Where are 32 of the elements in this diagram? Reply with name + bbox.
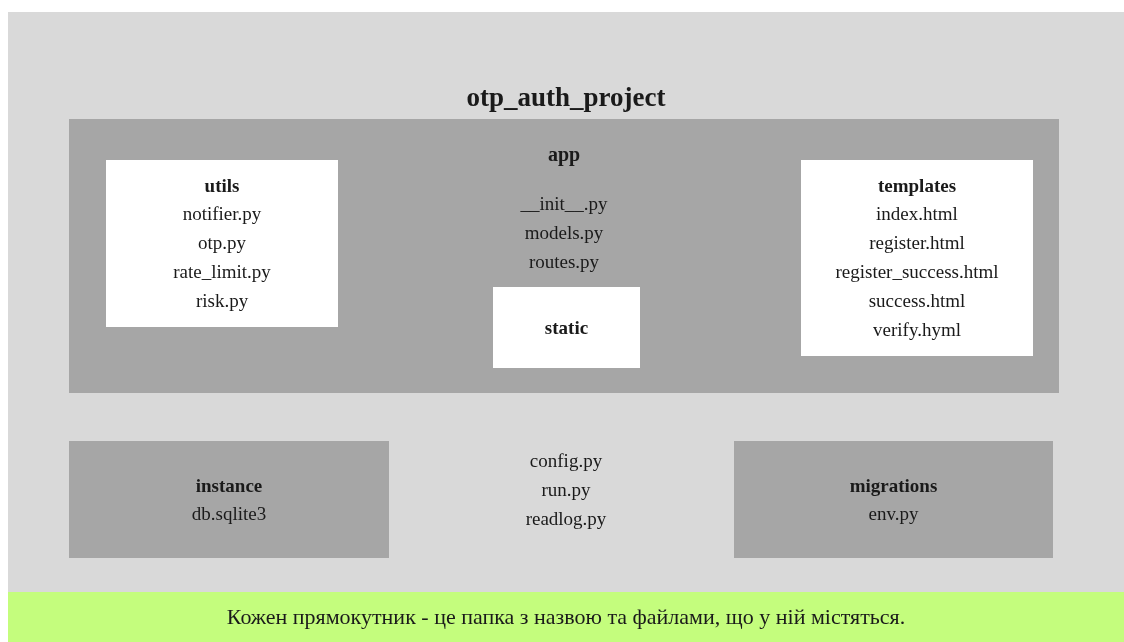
- file-name: db.sqlite3: [191, 501, 267, 526]
- file-name: routes.py: [528, 250, 600, 274]
- folder-box: [8, 12, 1124, 592]
- file-name: index.html: [876, 202, 958, 226]
- folder-box: [493, 287, 640, 368]
- file-name: config.py: [529, 449, 603, 473]
- file-name: register_success.html: [835, 260, 999, 284]
- file-name: readlog.py: [525, 507, 607, 531]
- folder-name: static: [544, 316, 589, 340]
- file-name: risk.py: [195, 289, 249, 313]
- folder-name: templates: [877, 174, 957, 198]
- folder-box: [69, 441, 389, 558]
- file-name: notifier.py: [182, 202, 262, 226]
- file-name: register.html: [869, 231, 965, 255]
- caption: Кожен прямокутник - це папка з назвою та файлами, що у ній містяться.: [8, 592, 1124, 642]
- file-name: __init__.py: [520, 192, 608, 216]
- file-name: otp.py: [198, 231, 246, 255]
- folder-name: app: [547, 142, 581, 168]
- folder-box: [69, 119, 1059, 393]
- folder-name: otp_auth_project: [466, 84, 666, 111]
- folder-name: migrations: [849, 473, 938, 498]
- folder-name: utils: [204, 174, 240, 198]
- folder-name: instance: [195, 473, 263, 498]
- file-name: rate_limit.py: [173, 260, 271, 284]
- file-name: env.py: [868, 501, 919, 526]
- file-name: run.py: [541, 478, 591, 502]
- folder-box: [801, 160, 1033, 356]
- file-name: success.html: [868, 289, 966, 313]
- file-name: verify.hyml: [873, 318, 961, 342]
- folder-box: [106, 160, 338, 327]
- file-name: models.py: [524, 221, 604, 245]
- folder-box: [734, 441, 1053, 558]
